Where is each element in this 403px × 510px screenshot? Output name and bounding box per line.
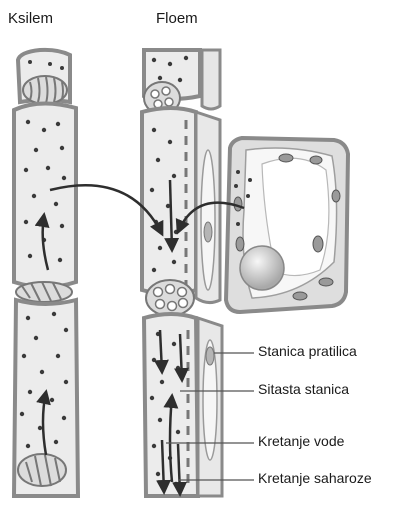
label-sieve-cell: Sitasta stanica (258, 381, 349, 397)
phloem-column (142, 50, 222, 496)
label-sucrose-movement: Kretanje saharoze (258, 470, 372, 486)
phloem-sieve-element (142, 108, 196, 294)
xylem-perforation-plate (18, 454, 66, 486)
label-companion-cell: Stanica pratilica (258, 343, 357, 359)
nucleus (240, 246, 284, 290)
label-water-movement: Kretanje vode (258, 433, 344, 449)
xylem-column (14, 50, 78, 496)
phloem-companion-strip (202, 50, 220, 109)
